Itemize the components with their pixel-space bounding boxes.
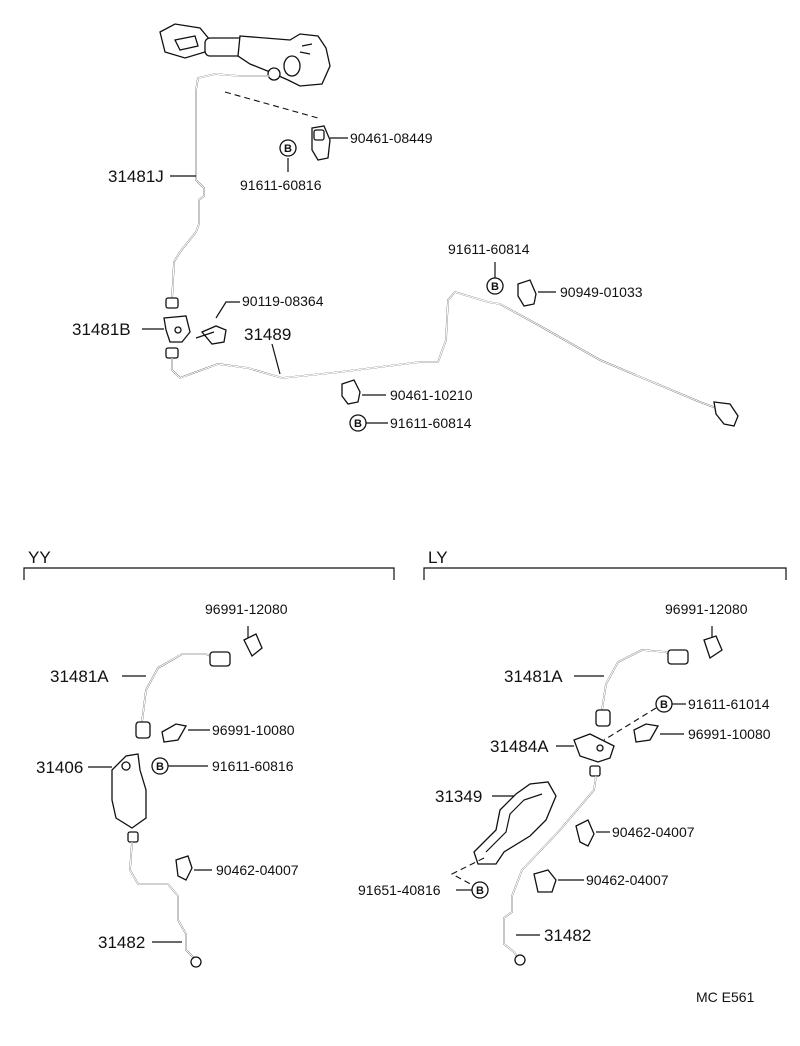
section-title-ly: LY	[428, 548, 448, 567]
label-ly-31349: 31349	[435, 787, 482, 806]
clamp-90461-08449	[311, 125, 331, 161]
label-90949-01033: 90949-01033	[560, 284, 643, 300]
label-90461-10210: 90461-10210	[390, 387, 473, 403]
label-ly-90462-04007-a: 90462-04007	[612, 824, 695, 840]
clamp-90461-10210	[341, 379, 361, 405]
label-ly-91611-61014: 91611-61014	[688, 696, 770, 712]
dashed-guide-90461	[224, 91, 319, 119]
label-yy-31406: 31406	[36, 758, 83, 777]
svg-text:B: B	[284, 143, 292, 155]
label-31481B: 31481B	[72, 320, 131, 339]
label-91611-60814-b: 91611-60814	[390, 415, 472, 431]
label-90119-08364: 90119-08364	[242, 293, 324, 309]
clutch-line-31489	[165, 291, 739, 427]
label-ly-96991-10080: 96991-10080	[688, 726, 771, 742]
label-31481J: 31481J	[108, 167, 164, 186]
label-yy-90462-04007: 90462-04007	[216, 862, 299, 878]
section-title-yy: YY	[28, 548, 51, 567]
label-yy-91611-60816: 91611-60816	[212, 758, 294, 774]
clip-90949-01033	[517, 279, 537, 307]
label-yy-96991-10080: 96991-10080	[212, 722, 295, 738]
label-91611-60816-top: 91611-60816	[240, 177, 322, 193]
label-ly-90462-04007-b: 90462-04007	[586, 872, 669, 888]
svg-text:B: B	[156, 761, 164, 773]
bolt-badge-91611-60816-top: B	[279, 139, 297, 172]
label-ly-91651-40816: 91651-40816	[358, 882, 441, 898]
label-ly-31482: 31482	[544, 926, 591, 945]
bolt-90119-08364	[195, 325, 227, 345]
bolt-badge-91611-60814-b: B	[349, 414, 388, 432]
svg-text:B: B	[354, 418, 362, 430]
bolt-badge-91611-60814-a: B	[486, 262, 504, 295]
label-yy-31481A: 31481A	[50, 667, 109, 686]
diagram-code: MC E561	[696, 989, 755, 1005]
section-yy: YY 31481A 96991-12080 96991-10080 31406 …	[23, 548, 395, 968]
label-91611-60814-a: 91611-60814	[448, 241, 530, 257]
clutch-line-31481J	[165, 73, 270, 309]
label-ly-31481A: 31481A	[504, 667, 563, 686]
label-ly-31484A: 31484A	[490, 737, 549, 756]
svg-text:B: B	[491, 281, 499, 293]
clutch-master-cylinder	[159, 23, 331, 87]
label-yy-96991-12080: 96991-12080	[205, 601, 288, 617]
bracket-31481B	[163, 315, 191, 343]
label-ly-96991-12080: 96991-12080	[665, 601, 748, 617]
label-31489: 31489	[244, 325, 291, 344]
svg-text:B: B	[476, 885, 484, 897]
svg-text:B: B	[660, 699, 668, 711]
section-ly: LY 31481A 96991-12080 B 91611-61014 3148…	[358, 548, 787, 966]
label-yy-31482: 31482	[98, 933, 145, 952]
label-90461-08449: 90461-08449	[350, 130, 433, 146]
